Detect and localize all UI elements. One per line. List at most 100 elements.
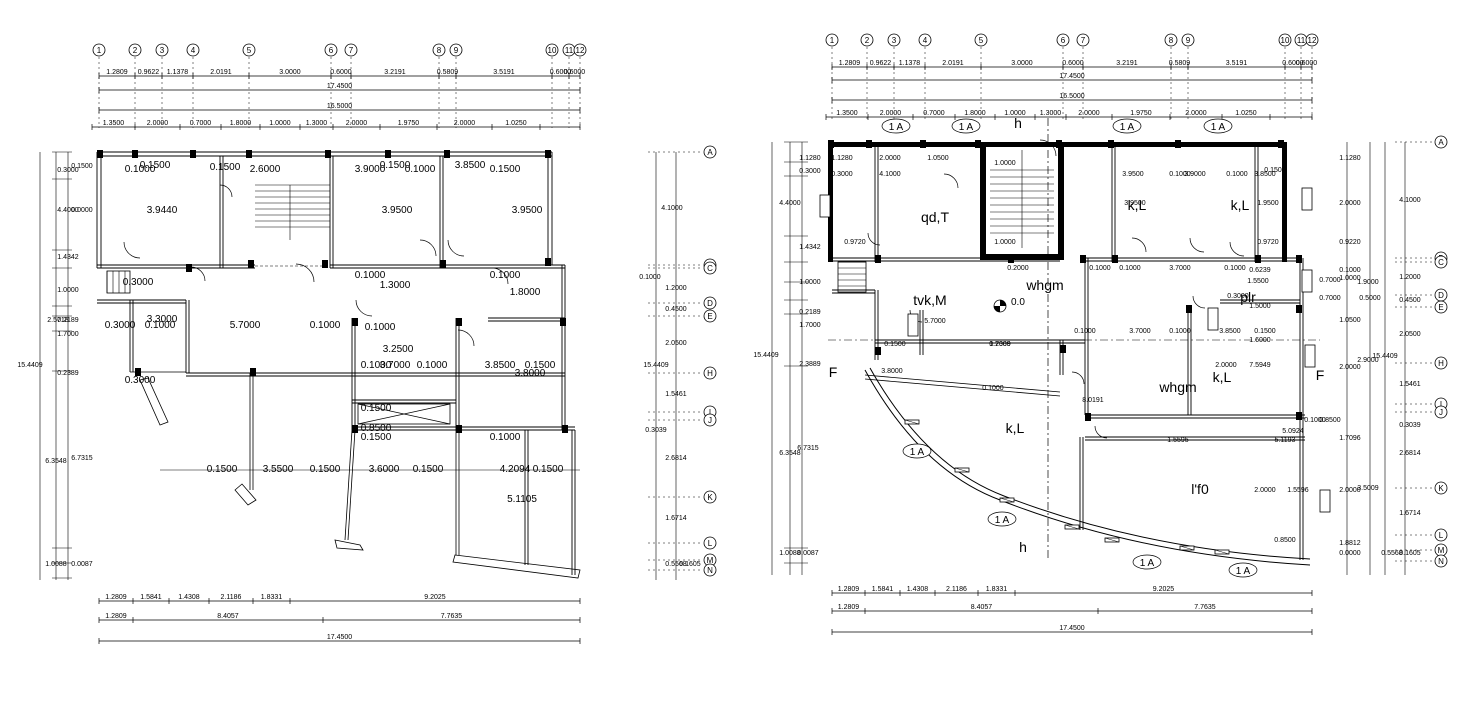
grid-bubble-C-circle <box>703 261 717 275</box>
room-dimension: 2.0000 <box>1215 362 1237 369</box>
bottom-dim-row1-value: 1.2809 <box>105 594 127 601</box>
grid-bubble-H-text: H <box>707 369 713 378</box>
right-dim-value: 0.4500 <box>665 306 687 313</box>
hatch <box>1057 241 1065 248</box>
grid-bubble-4-circle <box>186 43 200 57</box>
grid-bubble-I-text: I <box>1440 400 1442 409</box>
right-outer-dim-value: 0.8500 <box>1319 417 1341 424</box>
grid-bubble-H-circle <box>703 366 717 380</box>
top-dim-row1-value: 0.9622 <box>138 69 160 76</box>
column <box>1278 140 1284 148</box>
level-marker-fill <box>994 300 1006 312</box>
bottom-dim-row2-value: 8.4057 <box>971 604 993 611</box>
right-outer-dim-value: 0.3039 <box>1399 422 1421 429</box>
left-dim-value: 4.4000 <box>57 207 79 214</box>
top-dim-row2-value: 17.4500 <box>327 83 352 90</box>
bottom-dim-row3-value: 17.4500 <box>1059 625 1084 632</box>
fixture <box>819 194 831 218</box>
room-dimension: 0.1000 <box>125 164 156 175</box>
fixture <box>1304 344 1316 368</box>
top-dim-row4-value: 0.7000 <box>923 110 945 117</box>
room-dimension: 0.1500 <box>884 341 906 348</box>
left-wall <box>828 142 833 262</box>
hatch <box>979 211 987 218</box>
room-dimension: 3.9000 <box>1184 171 1206 178</box>
room-dimension: 0.1000 <box>365 322 396 333</box>
hatch <box>1064 524 1080 530</box>
grid-bubble-6-text: 6 <box>329 46 334 55</box>
detail-tag: 1 A <box>1211 122 1226 133</box>
room-dimension: 3.9440 <box>147 205 178 216</box>
room-name: k,L <box>1231 197 1250 213</box>
right-inner-dim-value: 1.0500 <box>1339 317 1361 324</box>
grid-bubble-N-text: N <box>707 566 713 575</box>
room-dimension: 3.8000 <box>881 368 903 375</box>
wall-line <box>347 429 356 541</box>
column <box>828 140 834 148</box>
section-mark: h <box>1019 539 1027 555</box>
hatch <box>954 467 970 473</box>
detail-tag: 1 A <box>1120 122 1135 133</box>
room-dimension: 2.0000 <box>879 155 901 162</box>
detail-tag-ellipse <box>1132 554 1162 570</box>
section-mark: F <box>829 364 838 380</box>
column <box>322 260 328 268</box>
room-dimension: 3.8500 <box>485 360 516 371</box>
room-dimension: 0.8500 <box>361 423 392 434</box>
left-dim-value: 1.1280 <box>799 155 821 162</box>
top-dim-row4-value: 0.7000 <box>190 120 212 127</box>
grid-bubble-9-text: 9 <box>1186 36 1191 45</box>
room-dimension: 0.3000 <box>831 171 853 178</box>
column <box>1255 255 1261 263</box>
room-name: l'f0 <box>1191 481 1209 497</box>
bottom-dim-row1-value: 1.4308 <box>178 594 200 601</box>
room-dimension: 0.1000 <box>1074 328 1096 335</box>
grid-bubble-8-text: 8 <box>1169 36 1174 45</box>
top-dim-row4-value: 1.3500 <box>103 120 125 127</box>
grid-bubble-J-text: J <box>708 416 712 425</box>
grid-bubble-A-circle <box>703 145 717 159</box>
room-name: whgm <box>1158 379 1196 395</box>
grid-bubble-K-text: K <box>1438 484 1444 493</box>
grid-bubble-K-circle <box>1434 481 1448 495</box>
right-outer-dim-value: 2.0500 <box>1399 331 1421 338</box>
room-dimension: 2.6000 <box>250 164 281 175</box>
room-dimension: 0.2389 <box>989 341 1011 348</box>
detail-tag-ellipse <box>1203 118 1233 134</box>
right-dim-value: 2.6814 <box>665 455 687 462</box>
grid-bubble-3-text: 3 <box>892 36 897 45</box>
grid-bubble-7-circle <box>1076 33 1090 47</box>
top-dim-row1-value: 1.2809 <box>106 69 128 76</box>
grid-bubble-5-text: 5 <box>247 46 252 55</box>
top-dim-row1-value: 3.2191 <box>384 69 406 76</box>
room-dimension: 1.8000 <box>510 287 541 298</box>
grid-bubble-12-text: 12 <box>576 46 585 55</box>
bottom-dim-row1-value: 2.1186 <box>221 594 242 601</box>
room-dimension: 0.1000 <box>490 432 521 443</box>
grid-bubble-7-circle <box>344 43 358 57</box>
room-dimension: 1.9500 <box>1257 200 1279 207</box>
bottom-dim-row1-value: 1.8331 <box>261 594 283 601</box>
grid-bubble-6-circle <box>324 43 338 57</box>
wall-line <box>864 378 1061 397</box>
column <box>545 150 551 158</box>
column <box>246 150 252 158</box>
right-wall <box>1282 142 1287 262</box>
hatch <box>1057 223 1065 230</box>
column <box>1112 255 1118 263</box>
column <box>875 347 881 355</box>
left-dim-value: 1.0000 <box>57 287 79 294</box>
grid-bubble-1-text: 1 <box>97 46 102 55</box>
room-dimension: 0.1000 <box>1304 417 1326 424</box>
room-dimension: 0.1000 <box>405 164 436 175</box>
column <box>440 260 446 268</box>
grid-bubble-7-text: 7 <box>1081 36 1086 45</box>
right-inner-dim-value: 0.1000 <box>1339 267 1361 274</box>
hatch <box>1104 537 1120 543</box>
detail-tag: 1 A <box>959 122 974 133</box>
right-dim-value: 0.3039 <box>645 427 667 434</box>
room-dimension: 0.1500 <box>310 464 341 475</box>
column <box>352 318 358 326</box>
left-dim-value: 1.4342 <box>799 244 821 251</box>
